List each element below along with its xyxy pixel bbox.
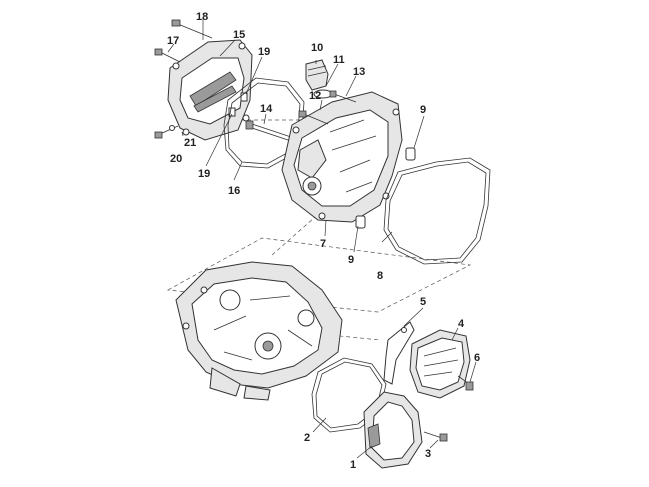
callout-14: 14 bbox=[260, 103, 273, 115]
sprocket-cover bbox=[409, 329, 471, 399]
callout-17: 17 bbox=[167, 35, 180, 47]
sprocket-cover-bolt bbox=[457, 375, 474, 391]
clutch-cover bbox=[167, 39, 253, 141]
callout-13: 13 bbox=[353, 66, 366, 78]
oil-filler-cap bbox=[298, 59, 357, 125]
cover-bolts bbox=[154, 19, 213, 139]
callout-10: 10 bbox=[311, 42, 324, 54]
crankcase-cover bbox=[281, 91, 403, 223]
callout-21: 21 bbox=[184, 137, 197, 149]
callout-9-upper: 9 bbox=[420, 104, 427, 116]
callout-15: 15 bbox=[233, 29, 246, 41]
cover-dowels bbox=[355, 147, 416, 229]
engine-crankcase bbox=[175, 261, 343, 401]
crankcase-cover-gasket bbox=[383, 157, 491, 265]
callout-18: 18 bbox=[196, 11, 209, 23]
callout-2: 2 bbox=[304, 432, 311, 444]
callout-11: 11 bbox=[333, 54, 345, 66]
callout-8: 8 bbox=[377, 270, 384, 282]
callout-3: 3 bbox=[425, 448, 432, 460]
cover-plate bbox=[383, 321, 415, 385]
callout-leader-lines bbox=[167, 18, 477, 459]
callout-5: 5 bbox=[420, 296, 427, 308]
callout-19-lower: 19 bbox=[198, 168, 211, 180]
callout-1: 1 bbox=[350, 459, 357, 471]
generator-cover bbox=[363, 391, 423, 469]
callout-6: 6 bbox=[474, 352, 481, 364]
callout-20: 20 bbox=[170, 153, 183, 165]
callout-12: 12 bbox=[309, 90, 322, 102]
callout-16: 16 bbox=[228, 185, 241, 197]
generator-cover-bolt bbox=[423, 431, 448, 442]
dowel-pins bbox=[228, 92, 248, 117]
callout-4: 4 bbox=[458, 318, 465, 330]
callout-19-upper: 19 bbox=[258, 46, 271, 58]
callout-7: 7 bbox=[320, 238, 327, 250]
callout-9-lower: 9 bbox=[348, 254, 355, 266]
